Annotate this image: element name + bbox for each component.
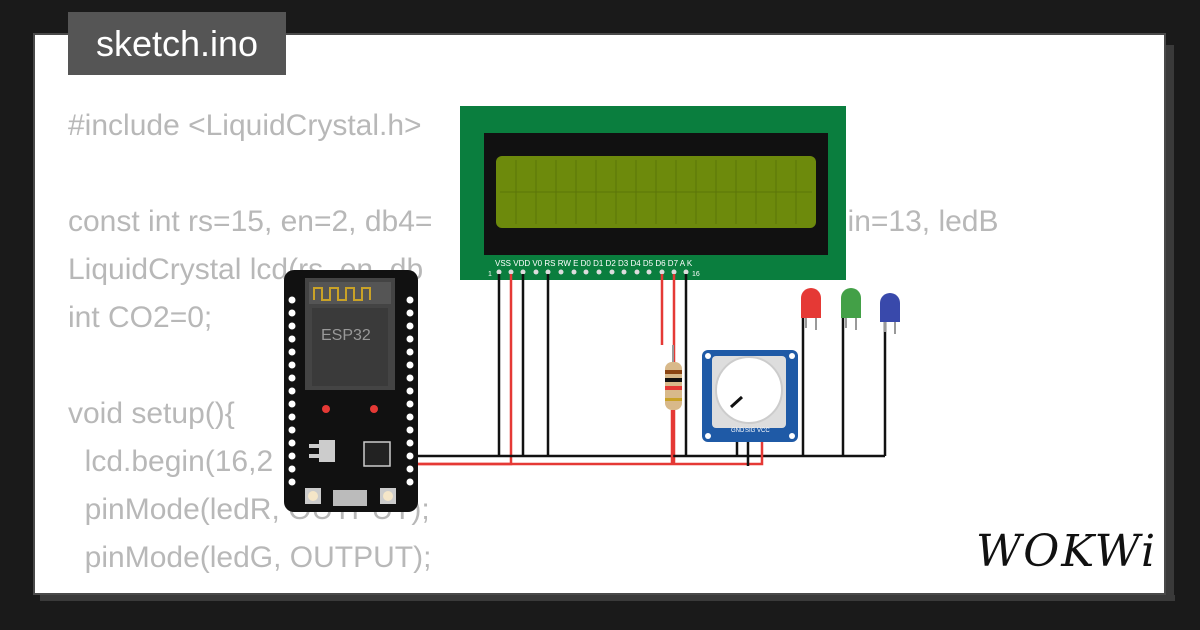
- lcd-pin-start: 1: [488, 271, 492, 278]
- pot-pin-sig: SIG: [745, 428, 756, 434]
- code-preview: #include <LiquidCrystal.h> const int rs=1…: [68, 102, 998, 582]
- code-line: pinMode(ledG, OUTPUT);: [68, 541, 432, 574]
- esp32-label: ESP32: [321, 327, 371, 344]
- code-line: lcd.begin(16,2: [68, 445, 274, 478]
- lcd-display[interactable]: VSS VDD V0 RS RW E D0 D1 D2 D3 D4 D5 D6 …: [460, 106, 846, 280]
- pot-pin-gnd: GND: [731, 428, 745, 434]
- file-tab[interactable]: sketch.ino: [68, 12, 286, 75]
- file-tab-label: sketch.ino: [95, 22, 259, 64]
- code-line: void setup(){: [68, 397, 235, 430]
- led-green[interactable]: [841, 288, 861, 330]
- wokwi-logo: WOKWi: [976, 526, 1158, 577]
- lcd-pin-end: 16: [692, 271, 700, 278]
- card-shadow-right: [1166, 45, 1174, 601]
- potentiometer[interactable]: GND SIG VCC: [702, 350, 798, 442]
- code-line: const int rs=15, en=2, db4= 4, CO2Pin=13…: [68, 205, 999, 238]
- lcd-wires: [412, 274, 887, 466]
- code-line: int CO2=0;: [68, 301, 213, 334]
- pot-pin-vcc: VCC: [757, 428, 770, 434]
- lcd-pin-labels: VSS VDD V0 RS RW E D0 D1 D2 D3 D4 D5 D6 …: [495, 259, 693, 268]
- resistor[interactable]: [665, 345, 682, 410]
- led-blue[interactable]: [880, 293, 900, 334]
- code-line: #include <LiquidCrystal.h>: [68, 109, 422, 142]
- card-shadow-bottom: [40, 595, 1175, 601]
- esp32-board[interactable]: ESP32: [284, 270, 418, 512]
- led-red[interactable]: [801, 288, 821, 330]
